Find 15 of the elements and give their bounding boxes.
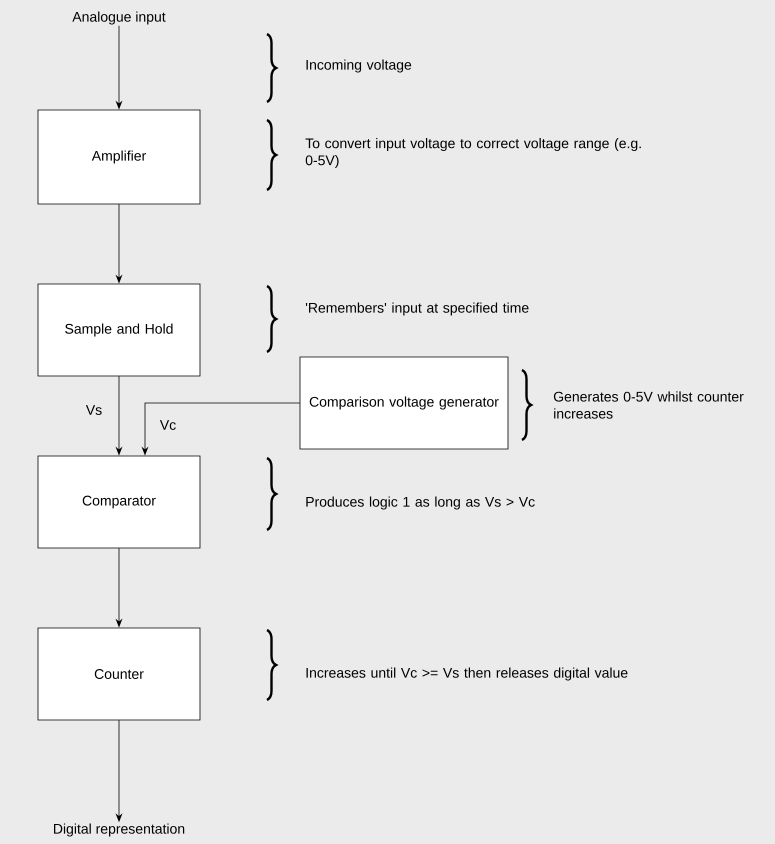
process-box: Amplifier [38,110,200,204]
edge-label: Vc [158,419,178,431]
process-box: Sample and Hold [38,284,200,376]
process-box: Comparator [38,456,200,548]
annotation-text: Incoming voltage [306,59,412,73]
annotation-text: Increases until Vc >= Vs then releases digital value [306,667,628,681]
annotation-text: Produces logic 1 as long as Vs > Vc [306,496,535,510]
io-label: Analogue input [72,11,166,25]
edge-label: Vs [84,404,104,416]
annotation-text: To convert input voltage to correct voltage range (e.g. 0-5V) [306,138,641,168]
process-box: Counter [38,628,200,720]
annotation-text: Generates 0-5V whilst counter increases [554,391,744,419]
process-box: Comparison voltage generator [300,356,508,450]
io-label: Digital representation [54,823,184,837]
annotation-text: 'Remembers' input at specified time [306,302,529,316]
